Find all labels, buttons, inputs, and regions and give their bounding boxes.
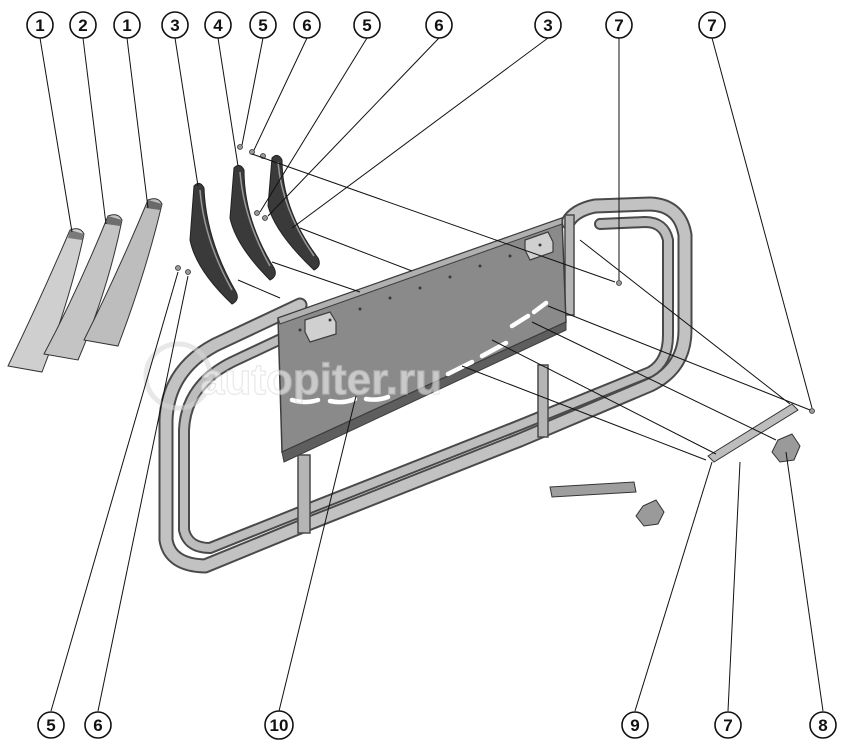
svg-text:9: 9 (630, 716, 639, 735)
callout-top-4: 3 (161, 11, 189, 39)
watermark-logo: autopiter.ru (143, 341, 443, 411)
callout-top-9: 6 (425, 11, 453, 39)
svg-text:6: 6 (93, 716, 102, 735)
svg-text:1: 1 (35, 16, 44, 35)
callout-bottom-4: 9 (621, 711, 649, 739)
clamp-strip-assembly (549, 403, 801, 527)
mudguard-panel (277, 216, 567, 463)
callout-top-11: 7 (605, 11, 633, 39)
rubber-flap-set-center (189, 154, 320, 305)
callout-top-1: 1 (26, 11, 54, 39)
callout-top-5: 4 (204, 11, 232, 39)
tubular-frame (158, 196, 693, 574)
callout-bottom-1: 5 (37, 711, 65, 739)
svg-text:7: 7 (723, 716, 732, 735)
callout-top-6: 5 (249, 11, 277, 39)
callout-bottom-5: 7 (714, 711, 742, 739)
svg-text:7: 7 (707, 16, 716, 35)
callout-leaders (39, 37, 824, 712)
svg-text:3: 3 (543, 16, 552, 35)
callout-bottom-2: 6 (84, 711, 112, 739)
callout-bottom-3: 10 (264, 710, 294, 740)
svg-text:5: 5 (258, 16, 267, 35)
callout-top-8: 5 (353, 11, 381, 39)
fastener-hardware (175, 144, 815, 414)
assembly-guide-lines (237, 153, 811, 461)
svg-text:7: 7 (614, 16, 623, 35)
callout-top-7: 6 (293, 11, 321, 39)
svg-text:5: 5 (46, 716, 55, 735)
svg-text:6: 6 (302, 16, 311, 35)
svg-text:5: 5 (362, 16, 371, 35)
svg-text:10: 10 (270, 716, 289, 735)
callout-top-12: 7 (698, 11, 726, 39)
callout-top-10: 3 (534, 11, 562, 39)
svg-text:6: 6 (434, 16, 443, 35)
svg-text:3: 3 (170, 16, 179, 35)
svg-text:2: 2 (78, 16, 87, 35)
watermark-text: autopiter.ru (200, 355, 442, 404)
callout-top-3: 1 (113, 11, 141, 39)
svg-text:8: 8 (818, 716, 827, 735)
callout-bottom-6: 8 (809, 711, 837, 739)
svg-text:4: 4 (213, 16, 223, 35)
svg-text:1: 1 (122, 16, 131, 35)
callout-top-2: 2 (69, 11, 97, 39)
rubber-flap-set-left (7, 198, 163, 373)
